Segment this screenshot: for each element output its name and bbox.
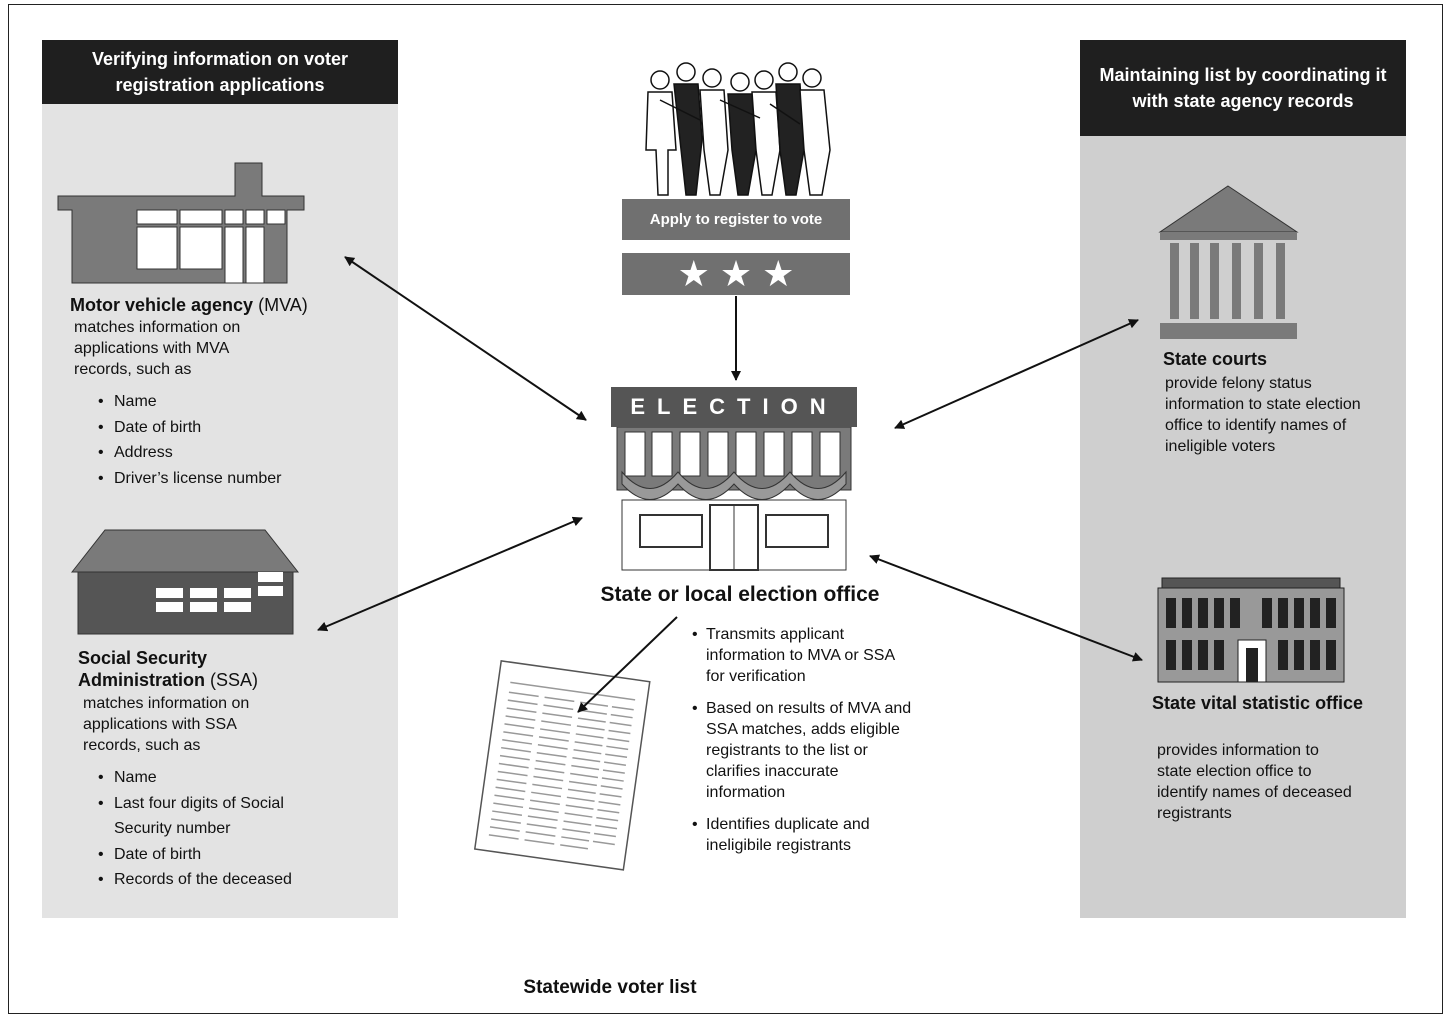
election-sign: ELECTION <box>611 387 857 427</box>
apply-to-register-label: Apply to register to vote <box>622 199 850 240</box>
mva-abbr: (MVA) <box>258 295 308 315</box>
ssa-abbr: (SSA) <box>210 670 259 690</box>
mva-building-icon <box>57 162 305 284</box>
list-item: Address <box>98 440 378 466</box>
list-item: Name <box>98 765 328 791</box>
left-panel-header: Verifying information on voter registrat… <box>42 40 398 104</box>
mva-record-list: Name Date of birth Address Driver’s lice… <box>98 389 378 491</box>
arrow-ssa-office <box>317 516 583 632</box>
stars-banner: ★ ★ ★ <box>622 253 850 295</box>
crowd-of-voters-icon <box>645 62 831 196</box>
right-panel-header: Maintaining list by coordinating it with… <box>1080 40 1406 136</box>
arrow-mva-office <box>344 256 587 421</box>
ssa-record-list: Name Last four digits of Social Security… <box>98 765 328 893</box>
ssa-description: matches information on applications with… <box>83 695 250 754</box>
list-item: Name <box>98 389 378 415</box>
list-item: Last four digits of Social Security numb… <box>98 791 328 842</box>
arrow-office-to-list <box>577 616 678 713</box>
duty-item: Transmits applicant information to MVA o… <box>692 624 917 687</box>
mva-title: Motor vehicle agency (MVA) <box>70 294 390 316</box>
list-item: Records of the deceased <box>98 867 328 893</box>
duty-item: Based on results of MVA and SSA matches,… <box>692 698 917 803</box>
list-item: Date of birth <box>98 842 328 868</box>
ssa-title: Social Security Administration (SSA) <box>78 647 298 691</box>
state-courts-building-icon <box>1158 185 1299 339</box>
state-courts-description: provide felony status information to sta… <box>1165 375 1361 455</box>
ssa-title-text: Social Security Administration <box>78 648 208 690</box>
election-office-duties: Transmits applicant information to MVA o… <box>692 624 917 867</box>
mva-description: matches information on applications with… <box>74 319 241 378</box>
vital-statistics-building-icon <box>1157 577 1345 683</box>
election-office-title: State or local election office <box>600 583 880 606</box>
list-item: Driver’s license number <box>98 466 378 492</box>
arrow-courts-office <box>894 319 1139 429</box>
diagram-frame <box>8 4 1443 1014</box>
arrow-vital-office <box>869 554 1143 662</box>
right-panel <box>1080 40 1406 918</box>
ssa-building-icon <box>70 529 300 635</box>
duty-item: Identifies duplicate and ineligibile reg… <box>692 814 917 856</box>
mva-title-text: Motor vehicle agency <box>70 295 254 315</box>
vital-office-description: provides information to state election o… <box>1157 742 1352 822</box>
election-office-building-icon <box>616 426 852 571</box>
vital-office-title: State vital statistic office <box>1152 693 1364 713</box>
list-item: Date of birth <box>98 415 378 441</box>
voter-list-document-icon <box>473 660 651 871</box>
voter-list-title: Statewide voter list <box>523 977 697 998</box>
state-courts-title: State courts <box>1163 349 1268 369</box>
